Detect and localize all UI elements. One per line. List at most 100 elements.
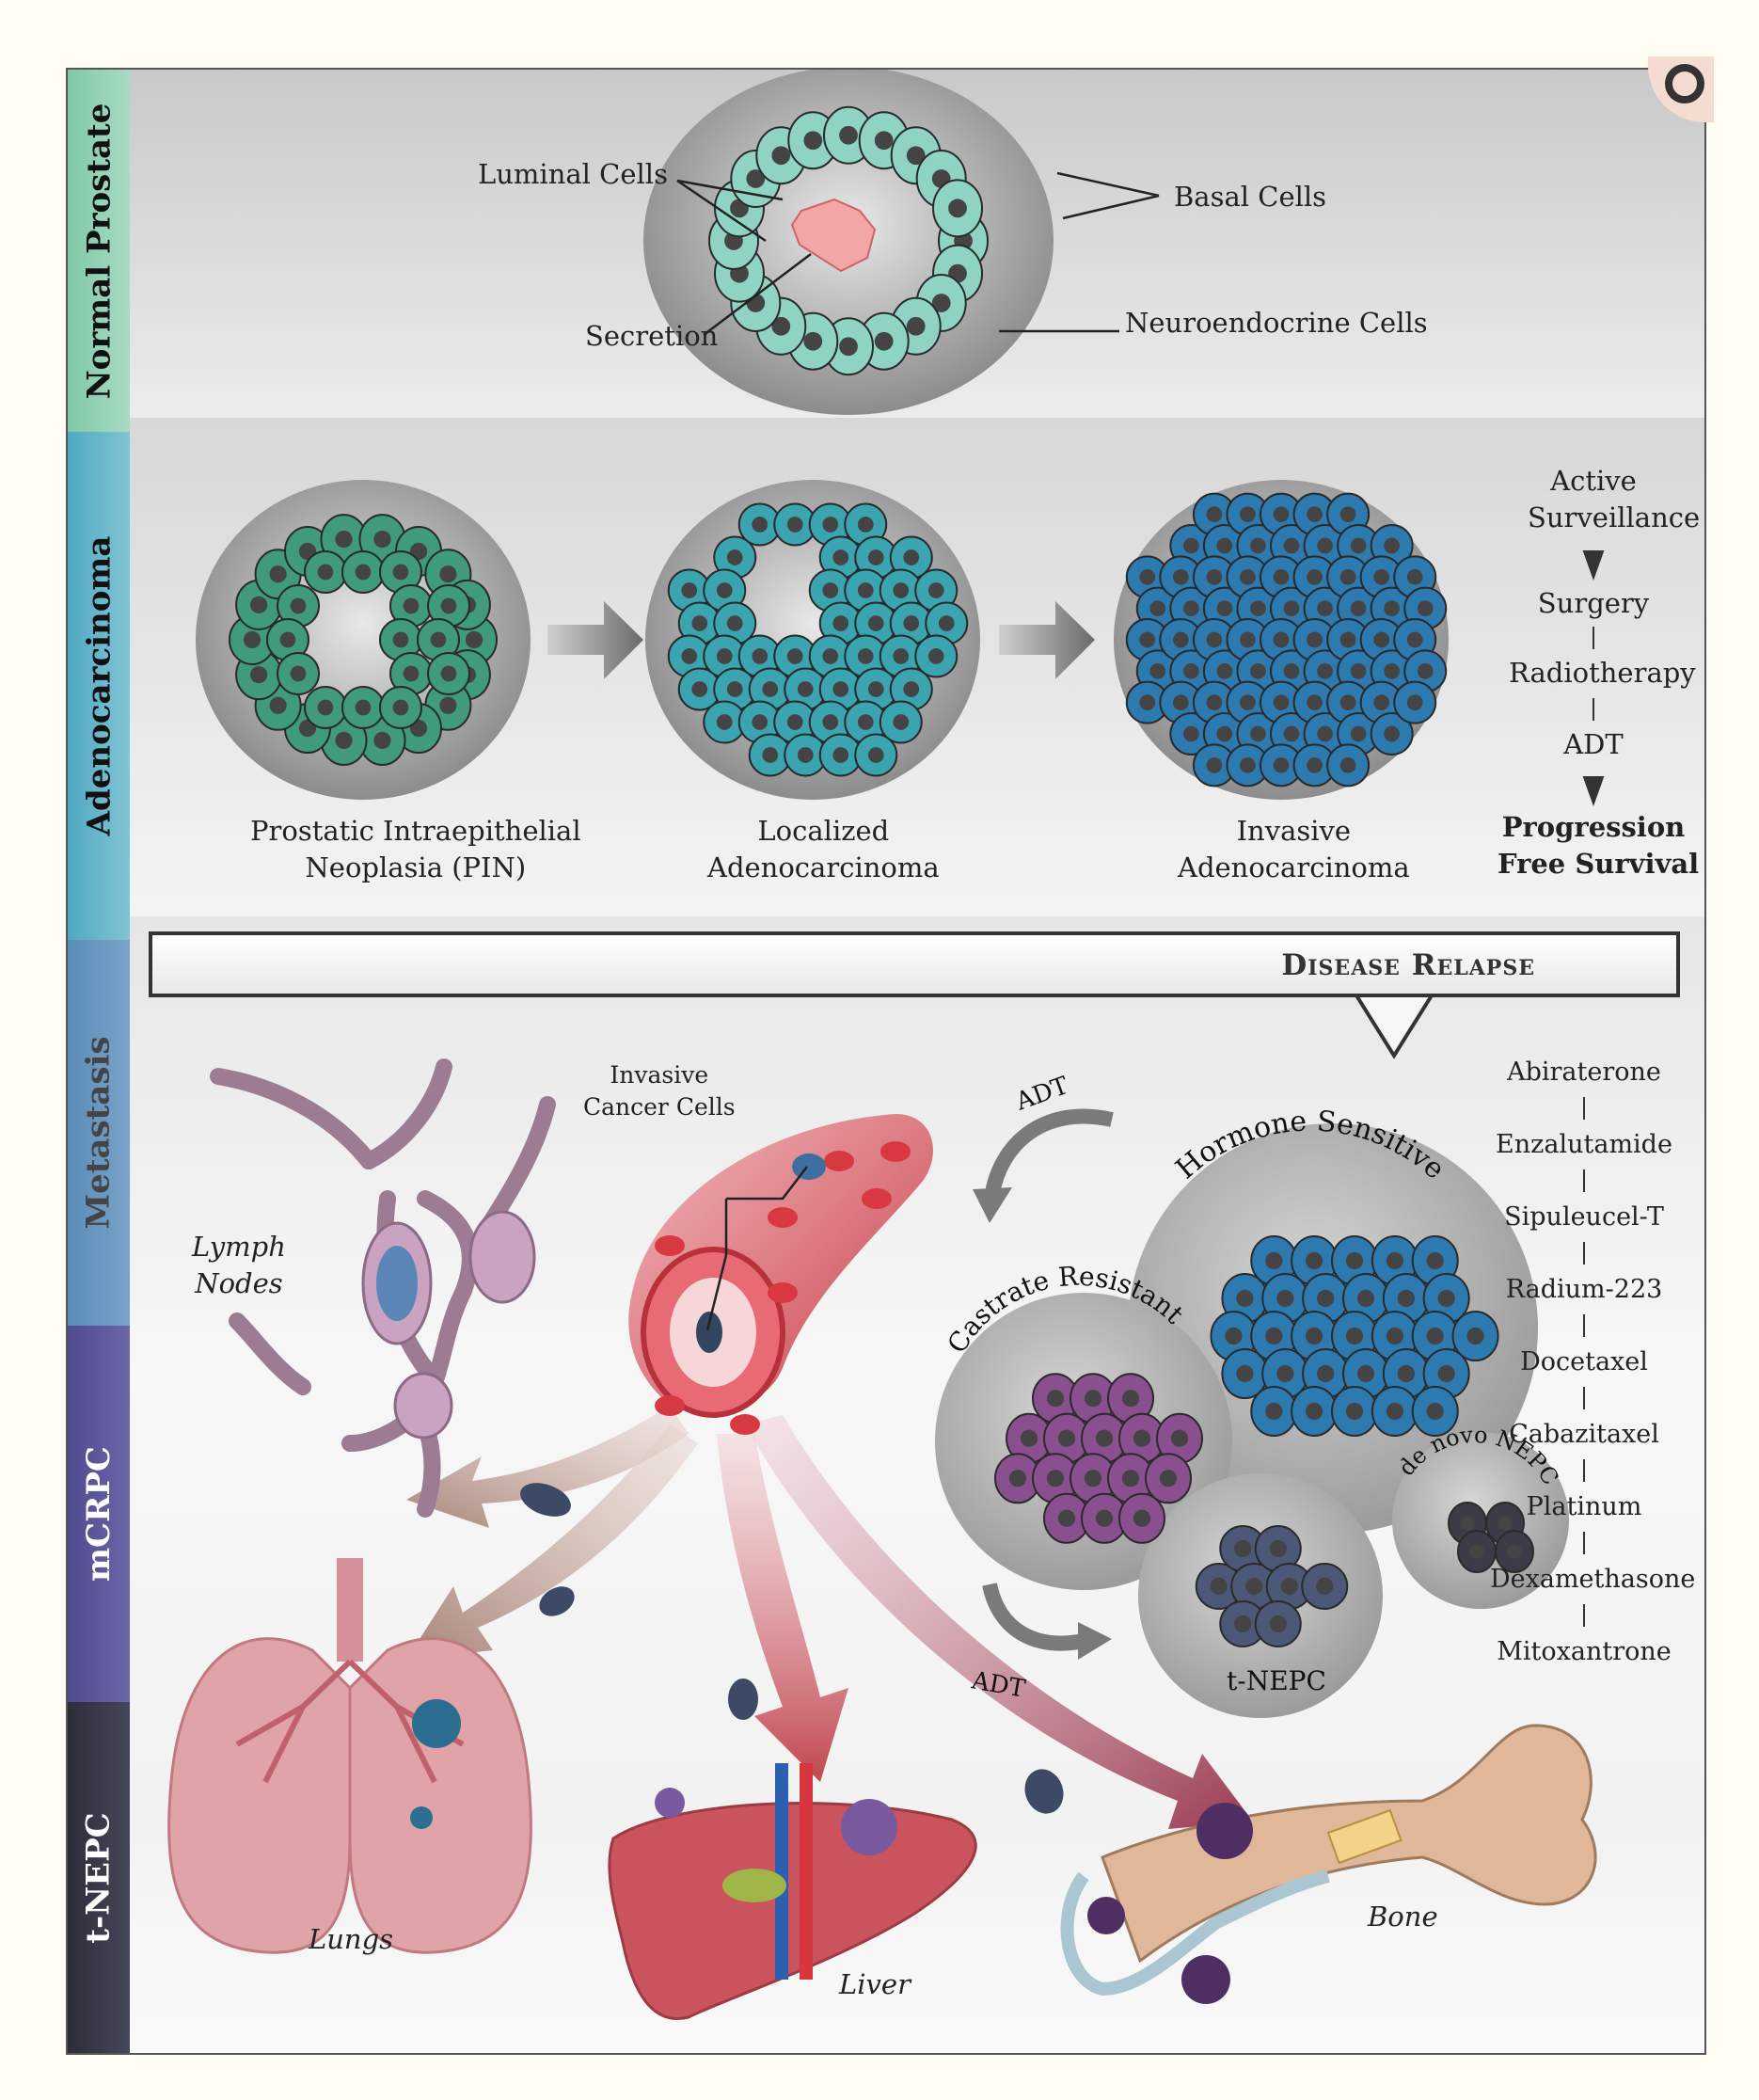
cell-nucleus <box>1460 1516 1475 1531</box>
illustration: Hormone Sensitive Castrate Resistant de … <box>167 70 1605 2020</box>
cell-nucleus <box>1283 725 1300 742</box>
cell-nucleus <box>1339 694 1356 711</box>
cell-nucleus <box>465 630 483 649</box>
ring-icon <box>1665 64 1704 103</box>
cell-nucleus <box>752 714 769 730</box>
cell-nucleus <box>335 530 353 549</box>
cell-nucleus <box>1273 694 1290 711</box>
cell-nucleus <box>290 665 307 682</box>
cell-nucleus <box>752 648 769 664</box>
cell-nucleus <box>752 517 769 533</box>
cell-nucleus <box>839 337 858 357</box>
cell-nucleus <box>822 648 839 664</box>
cell-nucleus <box>1350 725 1367 742</box>
cell-nucleus <box>1317 1289 1335 1308</box>
cell-nucleus <box>1373 631 1390 648</box>
cell-nucleus <box>1406 631 1423 648</box>
cell-nucleus <box>1339 568 1356 585</box>
cell-nucleus <box>1206 568 1223 585</box>
progression-arrow-1 <box>547 601 643 679</box>
cell-nucleus <box>1008 1470 1027 1488</box>
cell-nucleus <box>681 648 698 664</box>
sidebar-metastasis: Metastasis <box>68 940 130 1326</box>
cell-nucleus <box>1469 1544 1484 1559</box>
label-surgery: Surgery <box>1537 587 1650 619</box>
cell-nucleus <box>1276 1289 1294 1308</box>
cell-nucleus <box>903 549 920 565</box>
cell-nucleus <box>1095 1429 1114 1447</box>
cell-nucleus <box>243 630 261 649</box>
cell-nucleus <box>1265 1327 1283 1345</box>
cell-nucleus <box>1240 506 1256 523</box>
cell-nucleus <box>867 549 884 565</box>
bone <box>1060 1724 1597 2004</box>
therapy-item: Dexamethasone <box>1490 1565 1696 1594</box>
cell-nucleus <box>822 714 839 730</box>
label-adt: ADT <box>1563 728 1624 760</box>
cell-nucleus <box>1417 600 1434 617</box>
localized-gland <box>645 480 980 800</box>
cell-nucleus <box>1386 1327 1403 1345</box>
cell-nucleus <box>1172 694 1189 711</box>
therapy-item: Docetaxel <box>1520 1347 1648 1376</box>
cell-nucleus <box>1339 506 1356 523</box>
therapy-item: Mitoxantrone <box>1497 1637 1672 1666</box>
red-blood-cell <box>862 1188 892 1209</box>
cell-nucleus <box>1350 600 1367 617</box>
cell-nucleus <box>249 666 268 684</box>
red-blood-cell <box>730 1414 760 1435</box>
cell-nucleus <box>867 747 884 763</box>
cell-nucleus <box>1240 756 1256 773</box>
lungs <box>167 1558 532 1954</box>
lymph-node-bodies <box>361 1210 536 1440</box>
cell-nucleus <box>1307 506 1323 523</box>
cell-nucleus <box>691 615 708 631</box>
adt-arrow-top <box>984 1108 1114 1201</box>
cell-nucleus <box>249 596 268 613</box>
cell-nucleus <box>317 699 334 716</box>
adt-arrow-top-head <box>973 1187 1012 1223</box>
cell-nucleus <box>1273 506 1290 523</box>
cell-nucleus <box>762 681 779 697</box>
cell-nucleus <box>1397 1364 1415 1383</box>
cell-nucleus <box>726 681 743 697</box>
cell-nucleus <box>1307 756 1323 773</box>
cell-nucleus <box>874 131 894 151</box>
cell-nucleus <box>857 714 874 730</box>
cell-nucleus <box>803 131 823 151</box>
cell-nucleus <box>716 648 733 664</box>
cell-nucleus <box>903 615 920 631</box>
red-blood-cell <box>768 1207 798 1228</box>
cell-nucleus <box>1265 1251 1283 1270</box>
cell-nucleus <box>867 615 884 631</box>
cell-nucleus <box>1280 1577 1298 1596</box>
cell-nucleus <box>1139 694 1156 711</box>
cell-nucleus <box>440 665 457 682</box>
cell-nucleus <box>1373 568 1390 585</box>
cell-nucleus <box>1240 694 1256 711</box>
cell-nucleus <box>726 615 743 631</box>
adt-arrow-bottom-head <box>1078 1622 1112 1660</box>
invasive-callouts <box>705 1166 808 1331</box>
cell-nucleus <box>1283 600 1300 617</box>
cell-nucleus <box>797 681 814 697</box>
cell-nucleus <box>1317 725 1333 742</box>
label-adt-bottom: ADT <box>969 1666 1028 1704</box>
cell-nucleus <box>1057 1509 1076 1527</box>
cell-nucleus <box>857 517 874 533</box>
invasive-gland <box>1114 480 1449 800</box>
cell-nucleus <box>355 699 372 716</box>
cell-nucleus <box>1206 756 1223 773</box>
cell-nucleus <box>906 316 926 336</box>
cell-nucleus <box>1182 662 1199 679</box>
label-luminal-cells: Luminal Cells <box>478 158 668 190</box>
cell-nucleus <box>317 564 334 581</box>
cell-nucleus <box>1149 600 1166 617</box>
cell-nucleus <box>1406 694 1423 711</box>
cell-nucleus <box>726 549 743 565</box>
